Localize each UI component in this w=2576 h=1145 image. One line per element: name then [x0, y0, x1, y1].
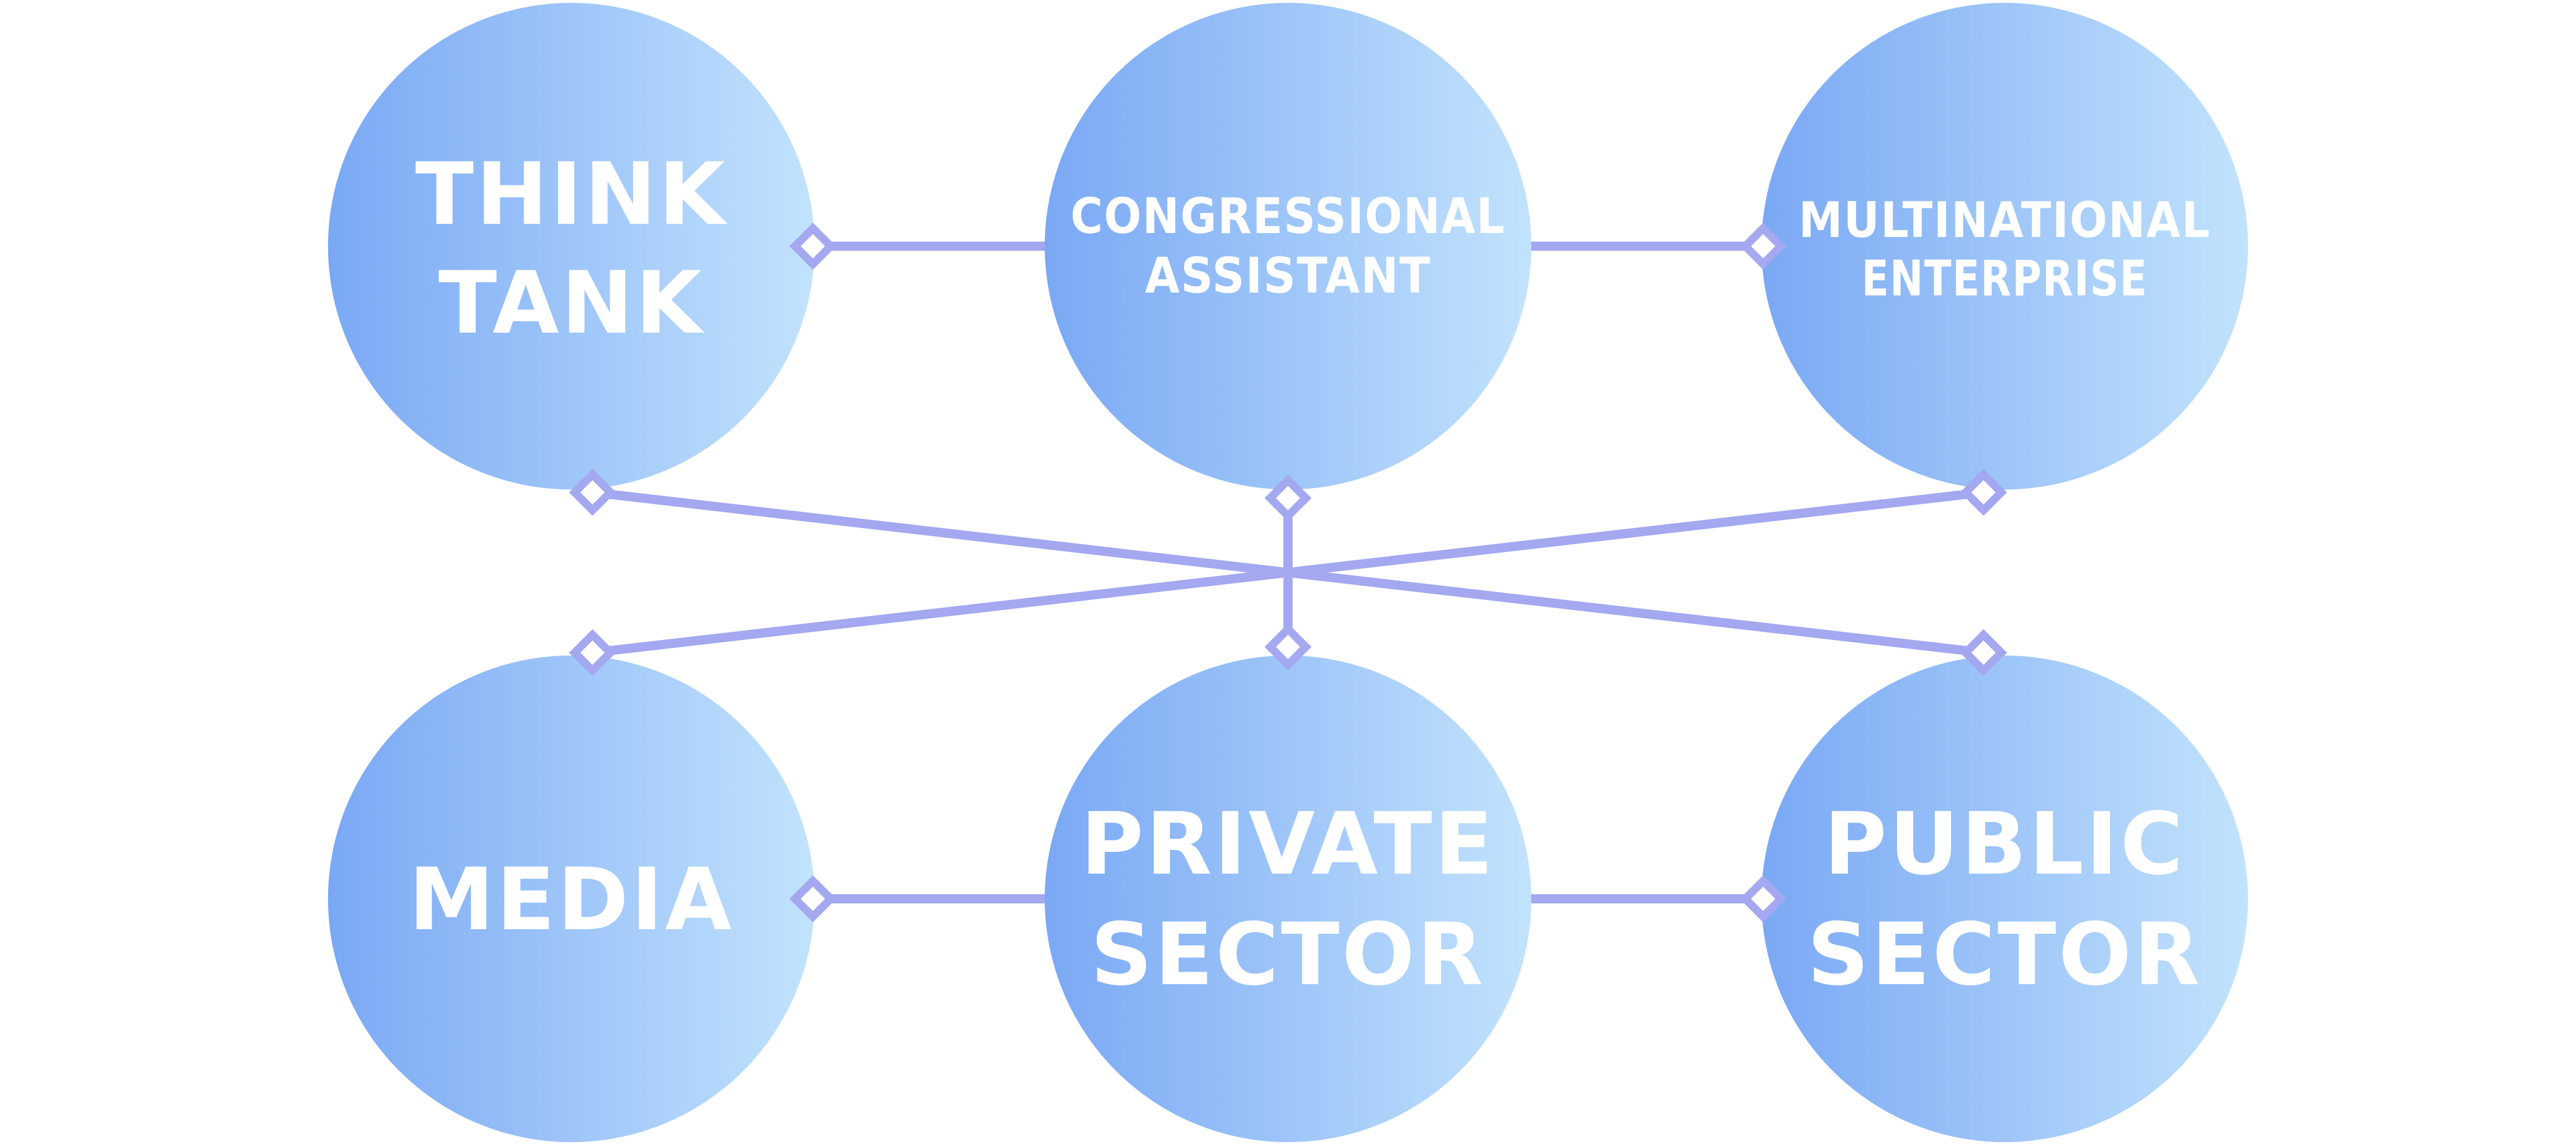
node-private-sector: PRIVATE SECTOR	[1045, 656, 1531, 1142]
node-circle	[1761, 3, 2248, 489]
connector-endpoint-diamond	[789, 222, 837, 270]
node-label-line-1: MEDIA	[409, 850, 734, 950]
node-label-line-2: ASSISTANT	[1145, 247, 1431, 305]
connector-endpoint-diamond	[1739, 875, 1787, 923]
node-congressional-assistant: CONGRESSIONAL ASSISTANT	[1045, 3, 1531, 489]
node-circle	[1045, 656, 1531, 1142]
node-circle	[328, 656, 815, 1142]
node-label-line-2: SECTOR	[1091, 905, 1485, 1005]
node-think-tank: THINK TANK	[328, 3, 815, 489]
node-circle	[328, 3, 815, 489]
connector-endpoint-diamond	[1959, 629, 2008, 677]
connector-endpoint-diamond	[1264, 623, 1312, 671]
connectors	[588, 242, 1988, 903]
node-label-line-2: SECTOR	[1807, 905, 2202, 1005]
connector-endpoint-diamond	[789, 875, 837, 923]
connector-endpoints	[568, 222, 2008, 923]
node-multinational-enterprise: MULTINATIONAL ENTERPRISE	[1761, 3, 2248, 489]
node-label-line-2: ENTERPRISE	[1862, 250, 2148, 307]
node-media: MEDIA	[328, 656, 815, 1142]
node-label-line-1: MULTINATIONAL	[1799, 192, 2211, 249]
connector-endpoint-diamond	[1739, 222, 1787, 270]
node-label-line-1: CONGRESSIONAL	[1070, 188, 1506, 245]
node-circle	[1761, 656, 2248, 1142]
connector-endpoint-diamond	[1959, 468, 2008, 516]
connector-endpoint-diamond	[568, 629, 617, 677]
connector-endpoint-diamond	[1264, 474, 1312, 522]
node-label-line-1: PUBLIC	[1824, 795, 2186, 894]
node-label-line-1: THINK	[415, 145, 728, 244]
node-label-line-1: PRIVATE	[1081, 795, 1495, 894]
node-circle	[1045, 3, 1531, 489]
nodes: THINK TANK CONGRESSIONAL ASSISTANT MULTI…	[328, 3, 2248, 1142]
node-label-line-2: TANK	[438, 254, 705, 353]
connector-endpoint-diamond	[568, 468, 617, 516]
node-public-sector: PUBLIC SECTOR	[1761, 656, 2248, 1142]
